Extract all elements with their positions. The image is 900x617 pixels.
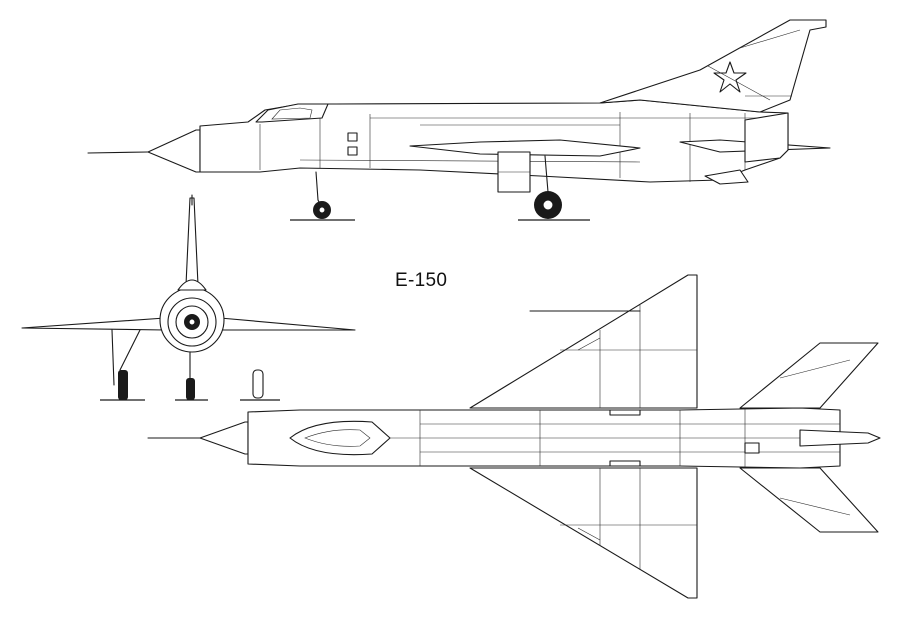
- top-access-panel: [609, 409, 641, 416]
- side-panel-line: [299, 159, 641, 163]
- front-fin: [185, 197, 199, 286]
- side-exhaust-nozzle: [744, 112, 789, 163]
- top-access-panel: [609, 460, 641, 467]
- top-canopy-frame: [304, 429, 371, 447]
- side-wing: [409, 139, 641, 157]
- nose-gear-strut: [315, 171, 319, 201]
- top-stabilizer-panel: [779, 497, 851, 516]
- front-right-main-gear: [240, 369, 280, 401]
- side-view: [87, 19, 831, 221]
- side-nose-cone: [147, 129, 201, 173]
- front-left-gear-door: [111, 329, 115, 386]
- top-stabilizer-panel: [779, 359, 851, 379]
- top-wing-fence: [577, 337, 601, 351]
- top-nose-cone: [199, 421, 249, 455]
- top-canopy: [289, 420, 391, 456]
- front-left-gear-wheel: [118, 370, 128, 400]
- main-gear-hub: [542, 199, 554, 211]
- front-canopy: [177, 279, 207, 291]
- red-star-icon: [713, 61, 747, 93]
- front-nose-gear: [175, 351, 208, 401]
- front-right-gear-wheel: [252, 369, 264, 399]
- top-lower-stabilizer: [739, 467, 879, 533]
- side-nose-gear: [290, 171, 355, 221]
- side-fin-panel: [707, 65, 771, 101]
- front-right-wing: [219, 317, 356, 331]
- top-view: [147, 274, 881, 599]
- front-inlet-cone-tip: [188, 318, 196, 326]
- top-lower-wing: [469, 467, 698, 599]
- nose-gear-hub: [318, 206, 326, 214]
- side-vent: [347, 146, 358, 156]
- side-pitot-probe: [87, 151, 149, 154]
- front-nose-gear-wheel: [186, 378, 195, 400]
- side-canopy-frame: [271, 107, 313, 120]
- front-view: [21, 194, 356, 401]
- front-left-gear-strut: [119, 329, 141, 371]
- side-vent: [347, 132, 358, 142]
- top-tail-fairing: [799, 429, 881, 447]
- top-wing-fence: [577, 527, 601, 541]
- top-access-panel: [744, 442, 760, 454]
- top-upper-wing: [469, 274, 698, 409]
- side-ventral-fin: [704, 169, 749, 185]
- side-vertical-fin: [599, 19, 827, 113]
- side-fin-panel: [739, 29, 801, 49]
- top-upper-stabilizer: [739, 342, 879, 409]
- side-main-gear: [518, 155, 590, 221]
- main-gear-strut: [544, 155, 549, 193]
- aircraft-designation-label: E-150: [395, 270, 448, 291]
- front-left-wing: [21, 317, 166, 331]
- front-left-main-gear: [100, 329, 145, 401]
